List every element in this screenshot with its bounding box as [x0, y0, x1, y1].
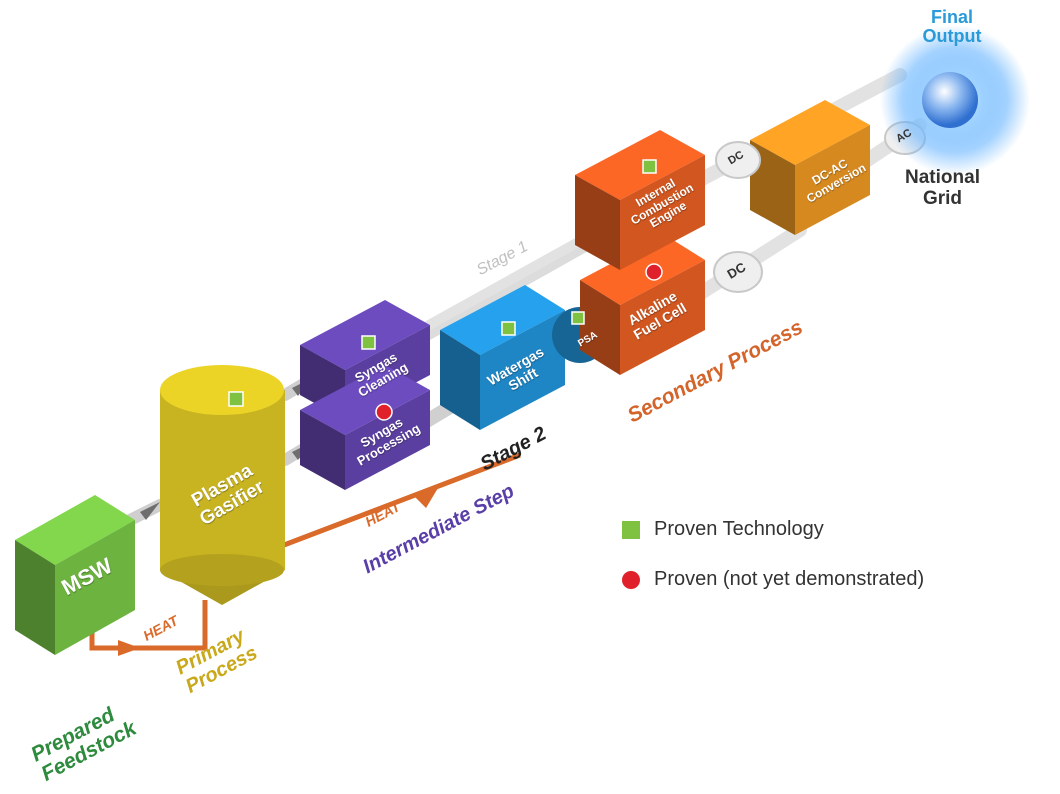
marker-psa — [571, 311, 585, 325]
red-circle-icon — [622, 570, 640, 589]
dc-ac-conversion-box — [750, 100, 870, 235]
marker-gasifier — [228, 391, 244, 407]
heat-lines — [89, 452, 521, 651]
heat-line-1 — [89, 600, 208, 651]
dc-node-upper — [715, 141, 761, 179]
pipe-cleaning-to-ice — [415, 225, 605, 335]
marker-fuel-cell — [645, 263, 663, 281]
legend-item-not-demonstrated: Proven (not yet demonstrated) — [622, 568, 924, 591]
status-markers — [228, 159, 663, 421]
marker-watergas-shift — [501, 321, 516, 336]
green-square-icon — [622, 520, 640, 539]
marker-syngas-cleaning — [361, 335, 376, 350]
final-output-label: Final Output — [922, 7, 982, 46]
internal-combustion-engine-box — [575, 130, 705, 270]
legend-label-not-demonstrated: Proven (not yet demonstrated) — [654, 568, 925, 590]
national-grid-label: National Grid — [905, 167, 980, 209]
msw-box — [15, 495, 135, 655]
legend-item-proven: Proven Technology — [622, 518, 824, 541]
legend-label-proven: Proven Technology — [654, 518, 824, 540]
final-output-orb — [922, 72, 978, 128]
watergas-shift-box — [440, 285, 565, 430]
heat-arrow-2 — [415, 488, 438, 508]
arrow-msw-to-gasifier — [140, 502, 160, 520]
marker-syngas-processing — [375, 403, 393, 421]
plasma-gasifier — [160, 365, 285, 605]
alkaline-fuel-cell-box — [580, 235, 705, 375]
heat-line-2 — [249, 452, 521, 561]
heat-arrow-1 — [118, 640, 140, 656]
dc-node-lower — [713, 251, 763, 293]
marker-ice — [642, 159, 657, 174]
syngas-processing-box — [300, 365, 430, 490]
